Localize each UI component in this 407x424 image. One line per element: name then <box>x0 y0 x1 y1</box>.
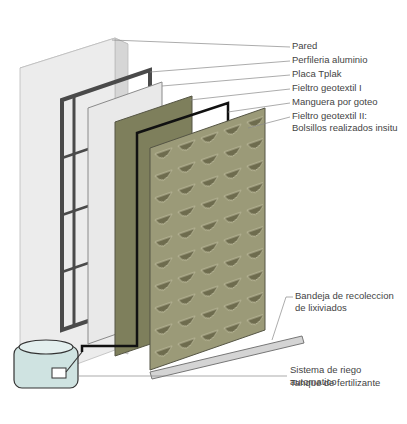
part-label: Pared <box>292 40 404 52</box>
geotextile-two <box>150 108 265 370</box>
part-label: Bandeja de recoleccion de lixiviados <box>295 290 403 314</box>
part-label: Manguera por goteo <box>292 96 404 108</box>
part-label: Tanque de fertilizante <box>290 377 405 389</box>
part-label: Perfileria aluminio <box>292 54 404 66</box>
leader-lines <box>78 40 293 376</box>
part-label: Placa Tplak <box>292 68 404 80</box>
leachate-tray <box>150 336 304 379</box>
fertilizer-tank <box>14 340 82 388</box>
part-label: Fieltro geotextil I <box>292 82 404 94</box>
part-label: Fieltro geotextil II: Bolsillos realizad… <box>292 110 404 134</box>
